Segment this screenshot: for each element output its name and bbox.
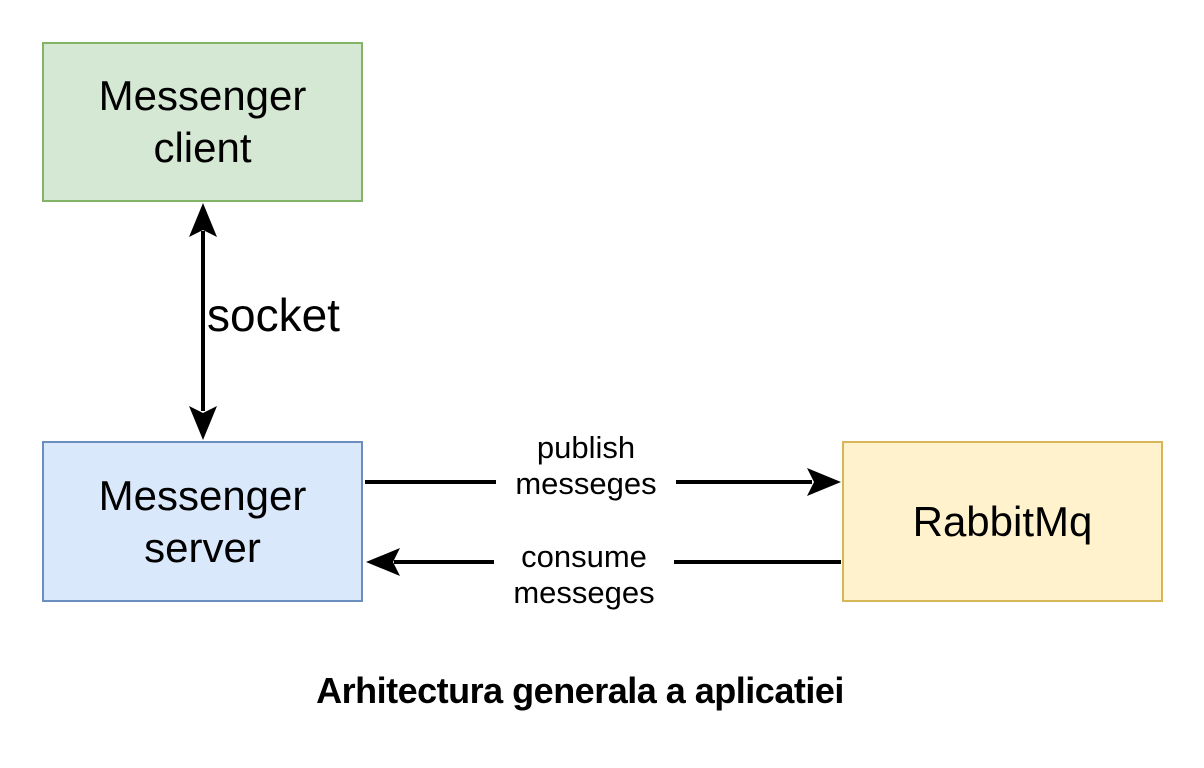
node-label-line: RabbitMq bbox=[912, 497, 1093, 545]
node-messenger-server: Messenger server bbox=[42, 441, 363, 602]
diagram-caption: Arhitectura generala a aplicatiei bbox=[316, 670, 844, 711]
node-messenger-client: Messenger client bbox=[42, 42, 363, 202]
node-label-line: server bbox=[144, 523, 261, 571]
consume-edge-label: consume messeges bbox=[494, 539, 674, 611]
node-label-line: client bbox=[153, 124, 252, 171]
node-label-line: Messenger bbox=[98, 471, 307, 519]
node-label-line: Messenger bbox=[98, 72, 307, 119]
node-rabbitmq: RabbitMq bbox=[842, 441, 1163, 602]
socket-edge-label: socket bbox=[207, 288, 340, 342]
publish-edge-label: publish messeges bbox=[496, 430, 676, 502]
